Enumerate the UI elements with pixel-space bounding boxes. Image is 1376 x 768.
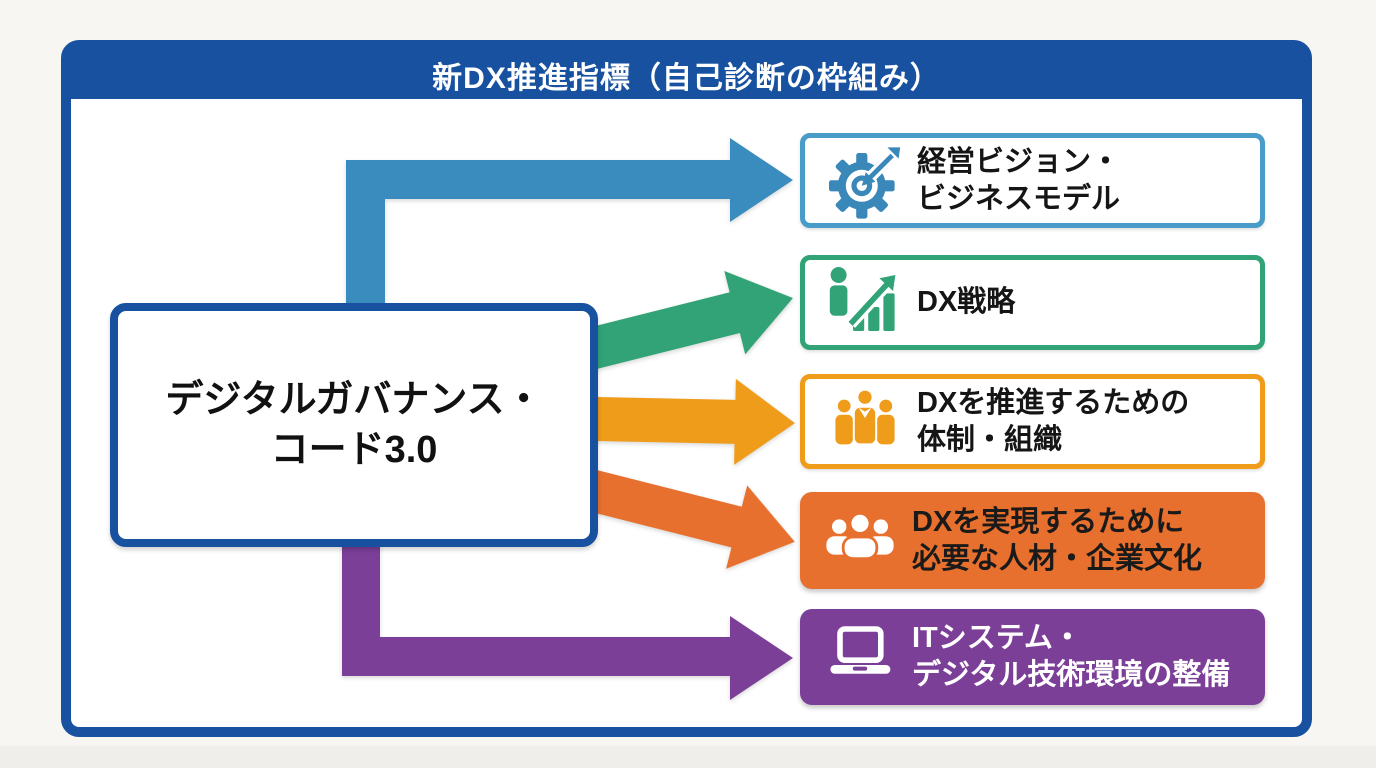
target-label: DXを推進するための体制・組織: [917, 385, 1189, 458]
laptop-icon: [820, 617, 900, 697]
source-label-line1: デジタルガバナンス・: [165, 378, 543, 421]
growth-chart-icon: [825, 263, 905, 343]
team-icon: [825, 382, 905, 462]
people-icon: [820, 501, 900, 581]
target-box-management-vision: 経営ビジョン・ビジネスモデル: [800, 133, 1265, 228]
target-label-line2: デジタル技術環境の整備: [912, 659, 1231, 691]
target-label-line1: DXを推進するための: [917, 386, 1190, 419]
target-label-line2: 体制・組織: [917, 423, 1063, 456]
bottom-strip: [0, 746, 1376, 768]
source-label-line2: コード3.0: [270, 429, 438, 471]
source-box-digital-governance-code: デジタルガバナンス・ コード3.0: [110, 303, 598, 547]
target-label-line2: ビジネスモデル: [917, 182, 1121, 215]
target-label-line1: DXを実現するために: [912, 505, 1185, 538]
target-label: DXを実現するために必要な人材・企業文化: [912, 504, 1202, 577]
target-label-line1: ITシステム・: [912, 622, 1082, 655]
target-label: 経営ビジョン・ビジネスモデル: [917, 144, 1120, 217]
target-label-line1: DX戦略: [917, 286, 1016, 319]
target-label-line2: 必要な人材・企業文化: [912, 542, 1203, 575]
target-box-talent-culture: DXを実現するために必要な人材・企業文化: [800, 492, 1265, 589]
diagram-title: 新DX推進指標（自己診断の枠組み）: [432, 61, 941, 95]
target-box-dx-strategy: DX戦略: [800, 255, 1265, 350]
title-bar: 新DX推進指標（自己診断の枠組み）: [71, 50, 1302, 99]
target-label: DX戦略: [917, 284, 1015, 321]
target-box-it-systems: ITシステム・デジタル技術環境の整備: [800, 609, 1265, 705]
target-box-organization: DXを推進するための体制・組織: [800, 374, 1265, 469]
target-gear-icon: [825, 141, 905, 221]
target-label: ITシステム・デジタル技術環境の整備: [912, 620, 1230, 693]
target-label-line1: 経営ビジョン・: [917, 145, 1121, 178]
